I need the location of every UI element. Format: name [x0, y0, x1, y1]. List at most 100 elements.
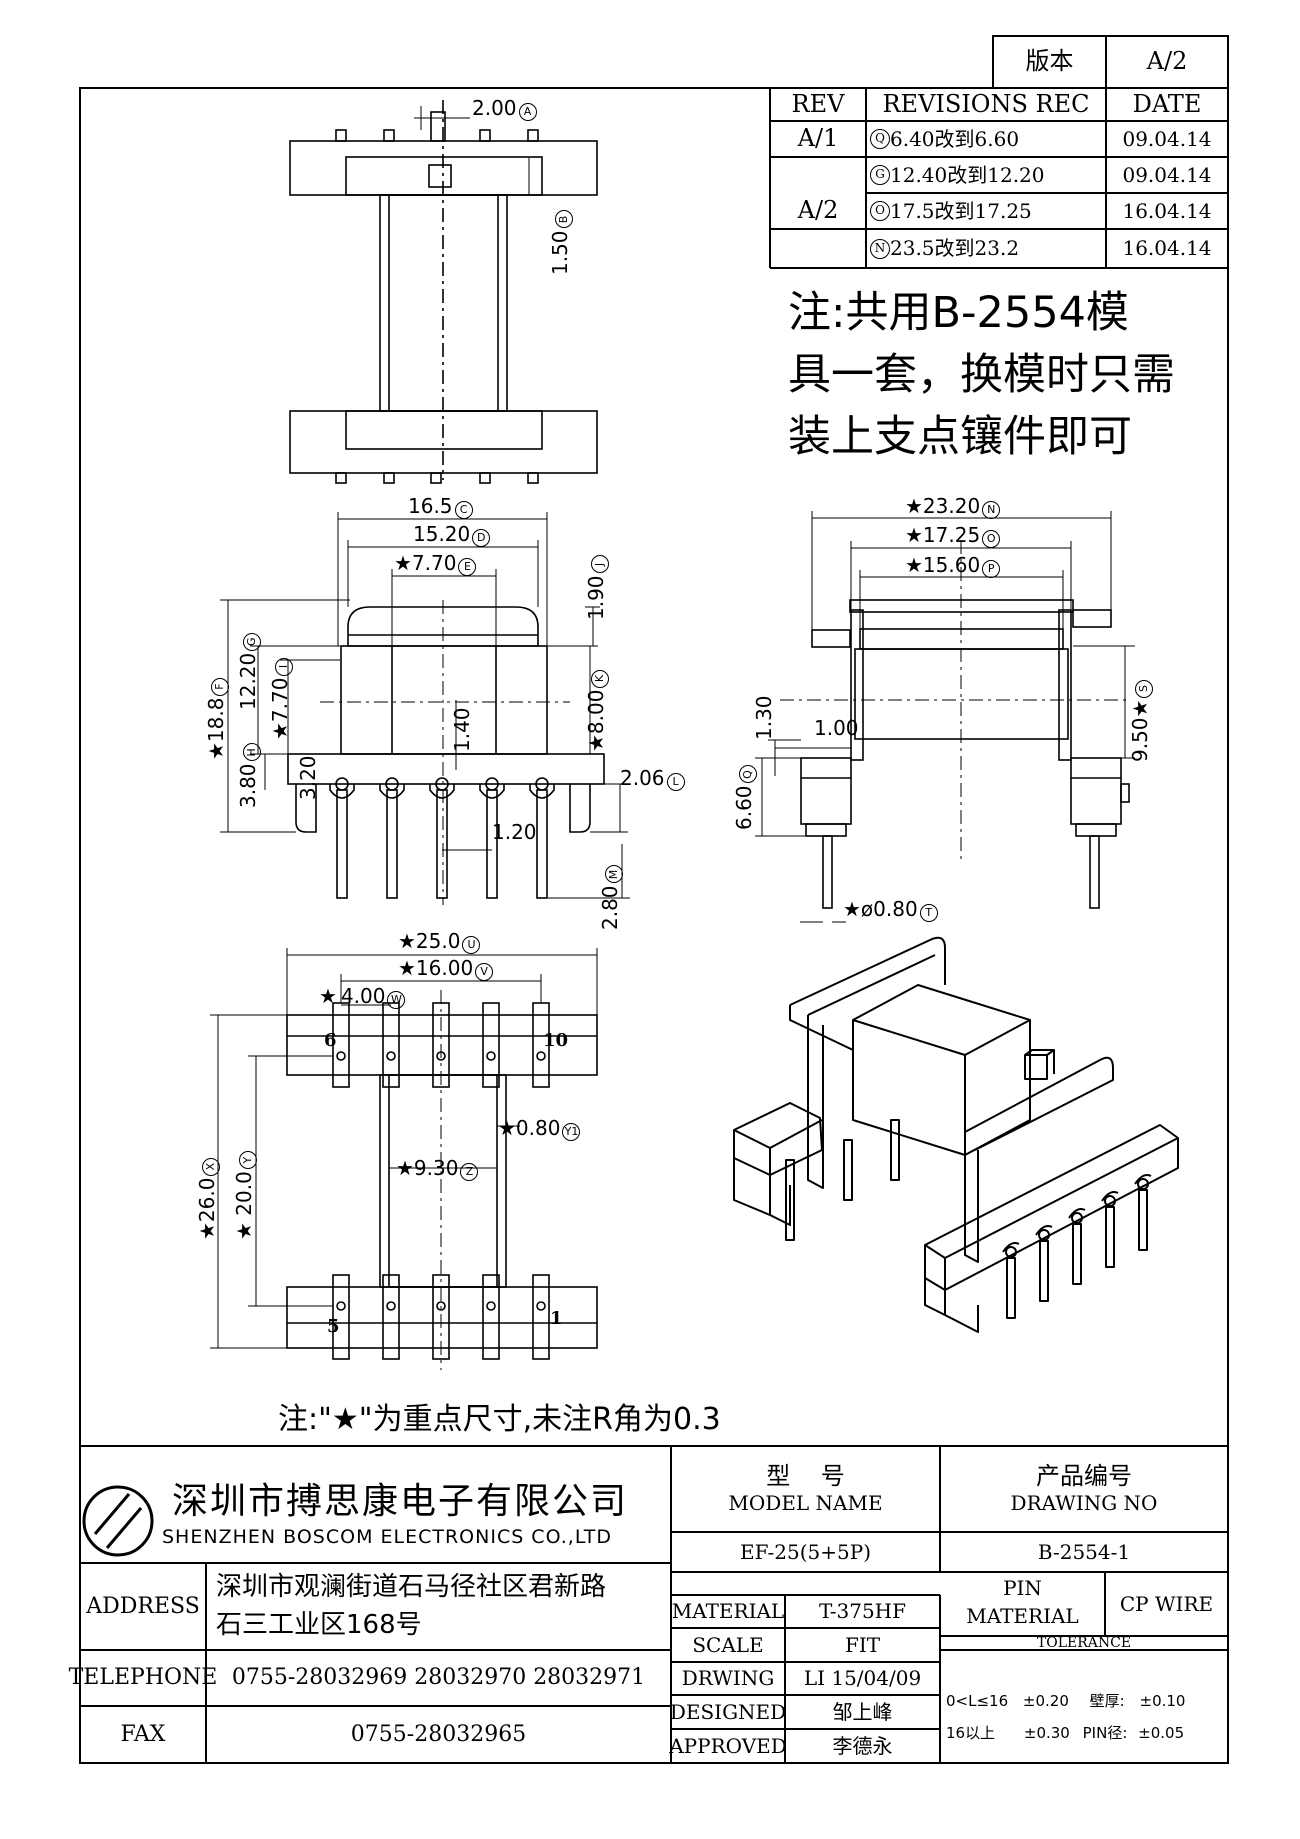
dimension-marker-circle: E [458, 557, 477, 576]
approved-value: 李德永 [832, 1733, 893, 1758]
drawing-no-value: B-2554-1 [1037, 1539, 1131, 1564]
company-name-cn: 深圳市搏思康电子有限公司 [172, 1481, 629, 1522]
dimension-marker-circle: O [982, 529, 1001, 548]
dimension-marker-circle: M [604, 865, 623, 884]
model-name-en: MODEL NAME [728, 1491, 883, 1515]
dimension-marker-circle: F [210, 677, 229, 696]
version-value: A/2 [1146, 47, 1188, 76]
revisions-header-rec: REVISIONS REC [882, 89, 1090, 118]
pin-material-label: PIN MATERIAL [940, 1574, 1105, 1630]
dimension-marker-circle: L [666, 772, 685, 791]
revision-mark: Q [870, 129, 890, 149]
dim-1-00: 1.00 [814, 716, 859, 740]
dimension-marker-circle: X [201, 1157, 220, 1176]
dim-1-90: 1.90J [584, 555, 609, 620]
front-view [220, 512, 630, 905]
dimension-marker-circle: N [982, 500, 1001, 519]
drawing-frame [79, 87, 1229, 1764]
dimension-marker-circle: Y1 [562, 1122, 581, 1141]
material-label: MATERIAL [671, 1599, 785, 1623]
tolerance-label: TOLERANCE [1036, 1634, 1132, 1651]
revision-date: 09.04.14 [1122, 126, 1212, 151]
model-name-value: EF-25(5+5P) [739, 1539, 872, 1564]
drawing-no-header: 产品编号 DRAWING NO [940, 1456, 1228, 1515]
mold-note-line: 装上支点镶件即可 [788, 412, 1132, 462]
company-name-en: SHENZHEN BOSCOM ELECTRONICS CO.,LTD [162, 1526, 613, 1548]
star-mark: ★ [319, 984, 337, 1008]
dim-20-0: ★ 20.0Y [232, 1151, 257, 1240]
dim-1-30: 1.30 [752, 695, 776, 740]
scale-value: FIT [844, 1632, 881, 1657]
model-name-cn: 型 号 [766, 1462, 845, 1490]
version-label: 版本 [1025, 47, 1074, 76]
dimension-marker-circle: J [590, 555, 609, 574]
dimension-marker-circle: D [472, 528, 491, 547]
dimension-marker-circle: A [518, 102, 537, 121]
address-line: 石三工业区168号 [216, 1610, 422, 1640]
pin-label-5: 5 [327, 1316, 340, 1337]
dim-9-50: 9.50★S [1128, 679, 1153, 762]
material-value: T-375HF [818, 1599, 906, 1623]
title-block-grid [80, 1445, 1228, 1763]
dimension-marker-circle: P [982, 559, 1001, 578]
mold-note-line: 具一套，换模时只需 [788, 350, 1175, 400]
dim-6-60: 6.60Q [732, 765, 757, 830]
side-view [755, 511, 1135, 923]
dim-18-8: ★18.8F [204, 677, 229, 760]
dimension-marker-circle: S [1134, 679, 1153, 698]
address: 深圳市观澜街道石马径社区君新路 石三工业区168号 [216, 1568, 606, 1644]
company-logo [82, 1485, 154, 1557]
dimension-marker-circle: C [454, 500, 473, 519]
revisions-header-rev: REV [791, 89, 845, 118]
dim-8-00: ★8.00K [584, 669, 609, 752]
dimension-marker-circle: T [919, 903, 938, 922]
dim-26-0: ★26.0X [195, 1157, 220, 1240]
telephone-value: 0755-28032969 28032970 28032971 [231, 1665, 646, 1691]
key-dimension-note: 注:"★"为重点尺寸,未注R角为0.3 [278, 1402, 721, 1437]
revision-date: 16.04.14 [1122, 198, 1212, 223]
dim-1-40: 1.40 [450, 707, 474, 752]
dim-3-80: 3.80H [236, 743, 261, 808]
dimension-marker-circle: W [387, 990, 406, 1009]
dim-1-50: 1.50B [548, 210, 573, 275]
top-view [289, 100, 598, 484]
revision-text: 6.40改到6.60 [890, 126, 1020, 151]
revisions-header-date: DATE [1132, 89, 1202, 118]
fax-label: FAX [120, 1721, 166, 1747]
tolerance-range: 16以上 [946, 1724, 996, 1742]
isometric-view [733, 936, 1179, 1333]
telephone-label: TELEPHONE [68, 1665, 218, 1691]
revision-rev: A/2 [797, 196, 839, 225]
dim-2-80: 2.80M [598, 865, 623, 930]
address-line: 深圳市观澜街道石马径社区君新路 [216, 1572, 607, 1602]
dimension-marker-circle: Z [460, 1162, 479, 1181]
mold-note: 注:共用B-2554模 具一套，换模时只需 装上支点镶件即可 [788, 282, 1175, 468]
scale-label: SCALE [692, 1632, 764, 1657]
address-label: ADDRESS [86, 1593, 200, 1619]
bottom-view [210, 948, 598, 1370]
revision-text: 17.5改到17.25 [890, 198, 1032, 223]
dimension-marker-circle: Q [738, 765, 757, 784]
tolerance-row: 0<L≤16 ±0.20 壁厚: ±0.10 [946, 1690, 1185, 1711]
pin-material-label-line: MATERIAL [966, 1604, 1079, 1628]
fax-value: 0755-28032965 [350, 1721, 527, 1747]
revision-mark: G [870, 165, 890, 185]
tolerance-range: 0<L≤16 [946, 1692, 1009, 1710]
tolerance-value: ±0.20 [1022, 1692, 1069, 1710]
mold-note-line: 注:共用B-2554模 [788, 288, 1129, 338]
revision-text: 23.5改到23.2 [890, 236, 1020, 260]
